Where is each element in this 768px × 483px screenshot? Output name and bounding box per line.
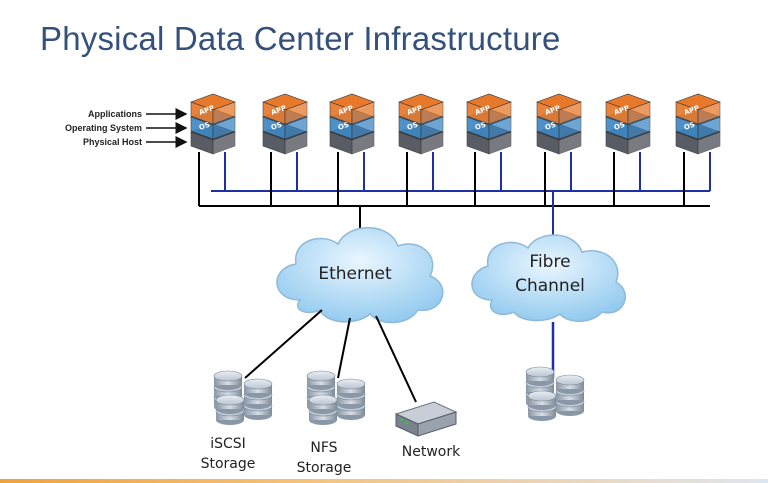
physical-host-layer-right (488, 131, 512, 155)
label-operating-system: Operating System (64, 123, 142, 133)
disk-top (308, 394, 338, 406)
os-layer-right (212, 116, 236, 140)
link-iscsi (244, 309, 323, 379)
physical-host-layer-right (558, 131, 582, 155)
disk-top (527, 390, 557, 402)
os-layer-label: OS (683, 121, 696, 132)
fibre-label-line1: Fibre (529, 252, 571, 272)
fibre-storage-icon (525, 366, 585, 421)
disk-top (525, 366, 555, 378)
physical-host-layer-right (351, 131, 375, 155)
disk-top (215, 394, 245, 406)
physical-host-layer-right (697, 131, 721, 155)
os-layer-right (351, 116, 375, 140)
label-physical-host: Physical Host (82, 137, 142, 147)
app-layer-right (697, 101, 721, 125)
network-label: Network (401, 444, 461, 460)
os-layer-right (284, 116, 308, 140)
os-layer-label: OS (337, 121, 350, 132)
footer-accent-bar (0, 479, 768, 483)
network-buses (198, 152, 711, 207)
os-layer-label: OS (474, 121, 487, 132)
link-network (375, 315, 417, 403)
page-title: Physical Data Center Infrastructure (40, 20, 561, 57)
fibre-label-line2: Channel (515, 276, 585, 296)
os-layer-right (488, 116, 512, 140)
physical-host-layer-right (212, 131, 236, 155)
physical-host-layer-right (284, 131, 308, 155)
app-layer-right (627, 101, 651, 125)
disk-top (555, 374, 585, 386)
app-layer-right (351, 101, 375, 125)
app-layer-right (212, 101, 236, 125)
app-layer-right (284, 101, 308, 125)
os-layer-right (558, 116, 582, 140)
network-appliance-icon (394, 401, 458, 437)
disk-top (213, 370, 243, 382)
storage-clusters (213, 366, 585, 425)
fibre-channel-cloud (471, 234, 627, 322)
disk-top (306, 370, 336, 382)
os-layer-label: OS (198, 121, 211, 132)
iscsi-label-line2: Storage (200, 456, 256, 472)
nfs-label-line1: NFS (310, 440, 338, 456)
disk-top (336, 378, 366, 390)
label-applications: Applications (87, 109, 142, 119)
app-layer-right (420, 101, 444, 125)
iscsi-label-line1: iSCSI (210, 436, 246, 452)
link-nfs (337, 317, 351, 379)
os-layer-right (420, 116, 444, 140)
ethernet-cloud (276, 227, 444, 324)
nfs-storage-icon (306, 370, 366, 425)
physical-host-layer-right (627, 131, 651, 155)
iscsi-storage-icon (213, 370, 273, 425)
app-layer-right (488, 101, 512, 125)
os-layer-right (697, 116, 721, 140)
os-layer-label: OS (544, 121, 557, 132)
os-layer-right (627, 116, 651, 140)
physical-host-layer-right (420, 131, 444, 155)
os-layer-label: OS (613, 121, 626, 132)
app-layer-right (558, 101, 582, 125)
os-layer-label: OS (270, 121, 283, 132)
disk-top (243, 378, 273, 390)
ethernet-label: Ethernet (318, 264, 392, 284)
nfs-label-line2: Storage (296, 460, 352, 476)
os-layer-label: OS (406, 121, 419, 132)
